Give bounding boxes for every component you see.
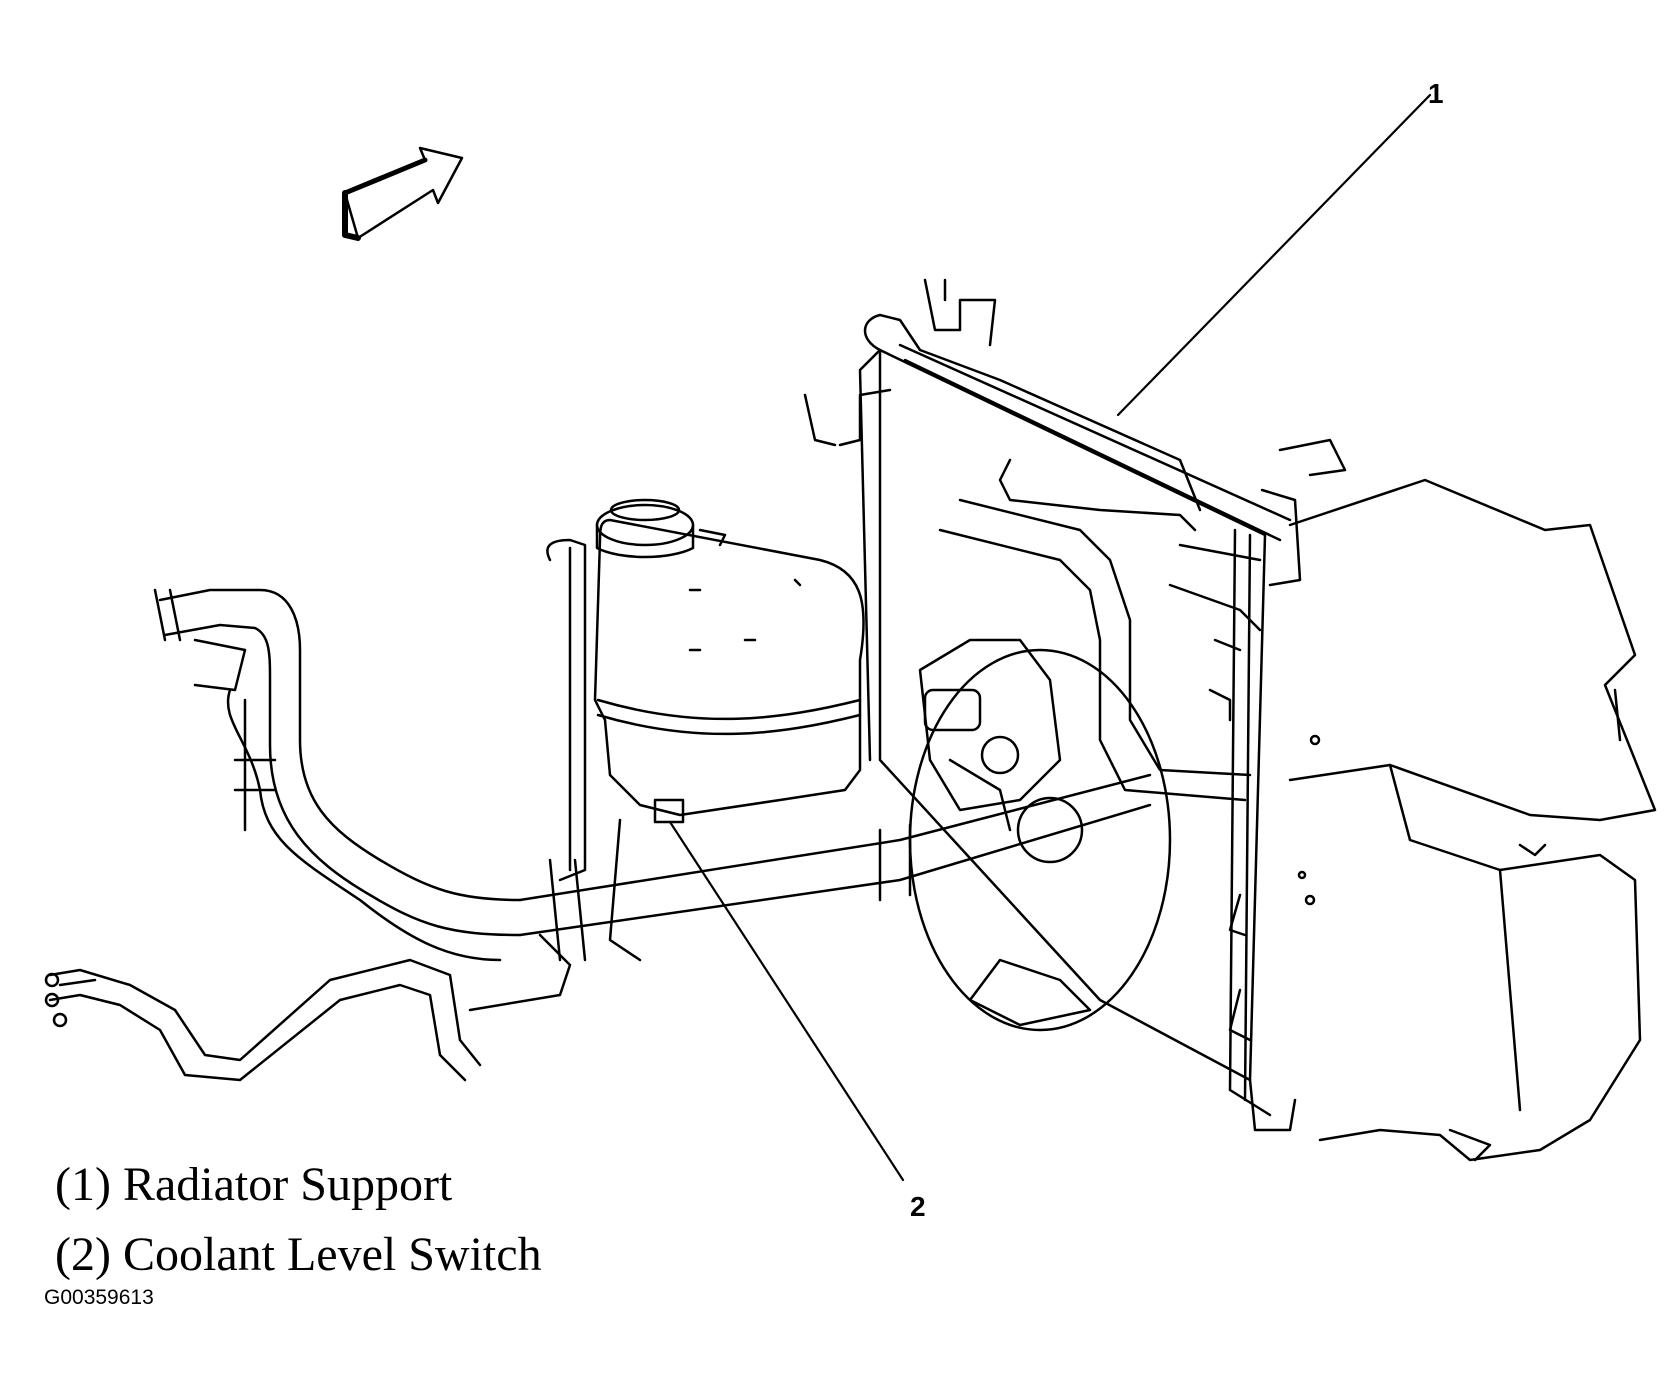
figure-id: G00359613 <box>44 1286 154 1309</box>
clips-and-fittings <box>803 278 1547 1132</box>
fan-shroud <box>908 648 1172 1032</box>
cooler-lines <box>44 933 572 1082</box>
legend-item-coolant-level-switch: (2) Coolant Level Switch <box>55 1228 542 1281</box>
leader-line-2 <box>668 820 905 1182</box>
callout-1: 1 <box>1428 78 1444 109</box>
crossover-pipe <box>518 538 1152 962</box>
leader-lines <box>668 93 1432 1182</box>
radiator-assembly <box>858 343 1347 1117</box>
forward-arrow-icon <box>342 146 464 241</box>
legend-item-radiator-support: (1) Radiator Support <box>55 1158 453 1211</box>
water-pump <box>918 638 1062 832</box>
leader-line-1 <box>1116 93 1432 417</box>
legend: (1) Radiator Support (2) Coolant Level S… <box>55 1150 542 1290</box>
radiator-support <box>1288 478 1657 1162</box>
left-hoses <box>153 588 522 962</box>
upper-hoses <box>838 313 1262 802</box>
coolant-reservoir <box>593 498 865 824</box>
callout-2: 2 <box>910 1191 926 1222</box>
